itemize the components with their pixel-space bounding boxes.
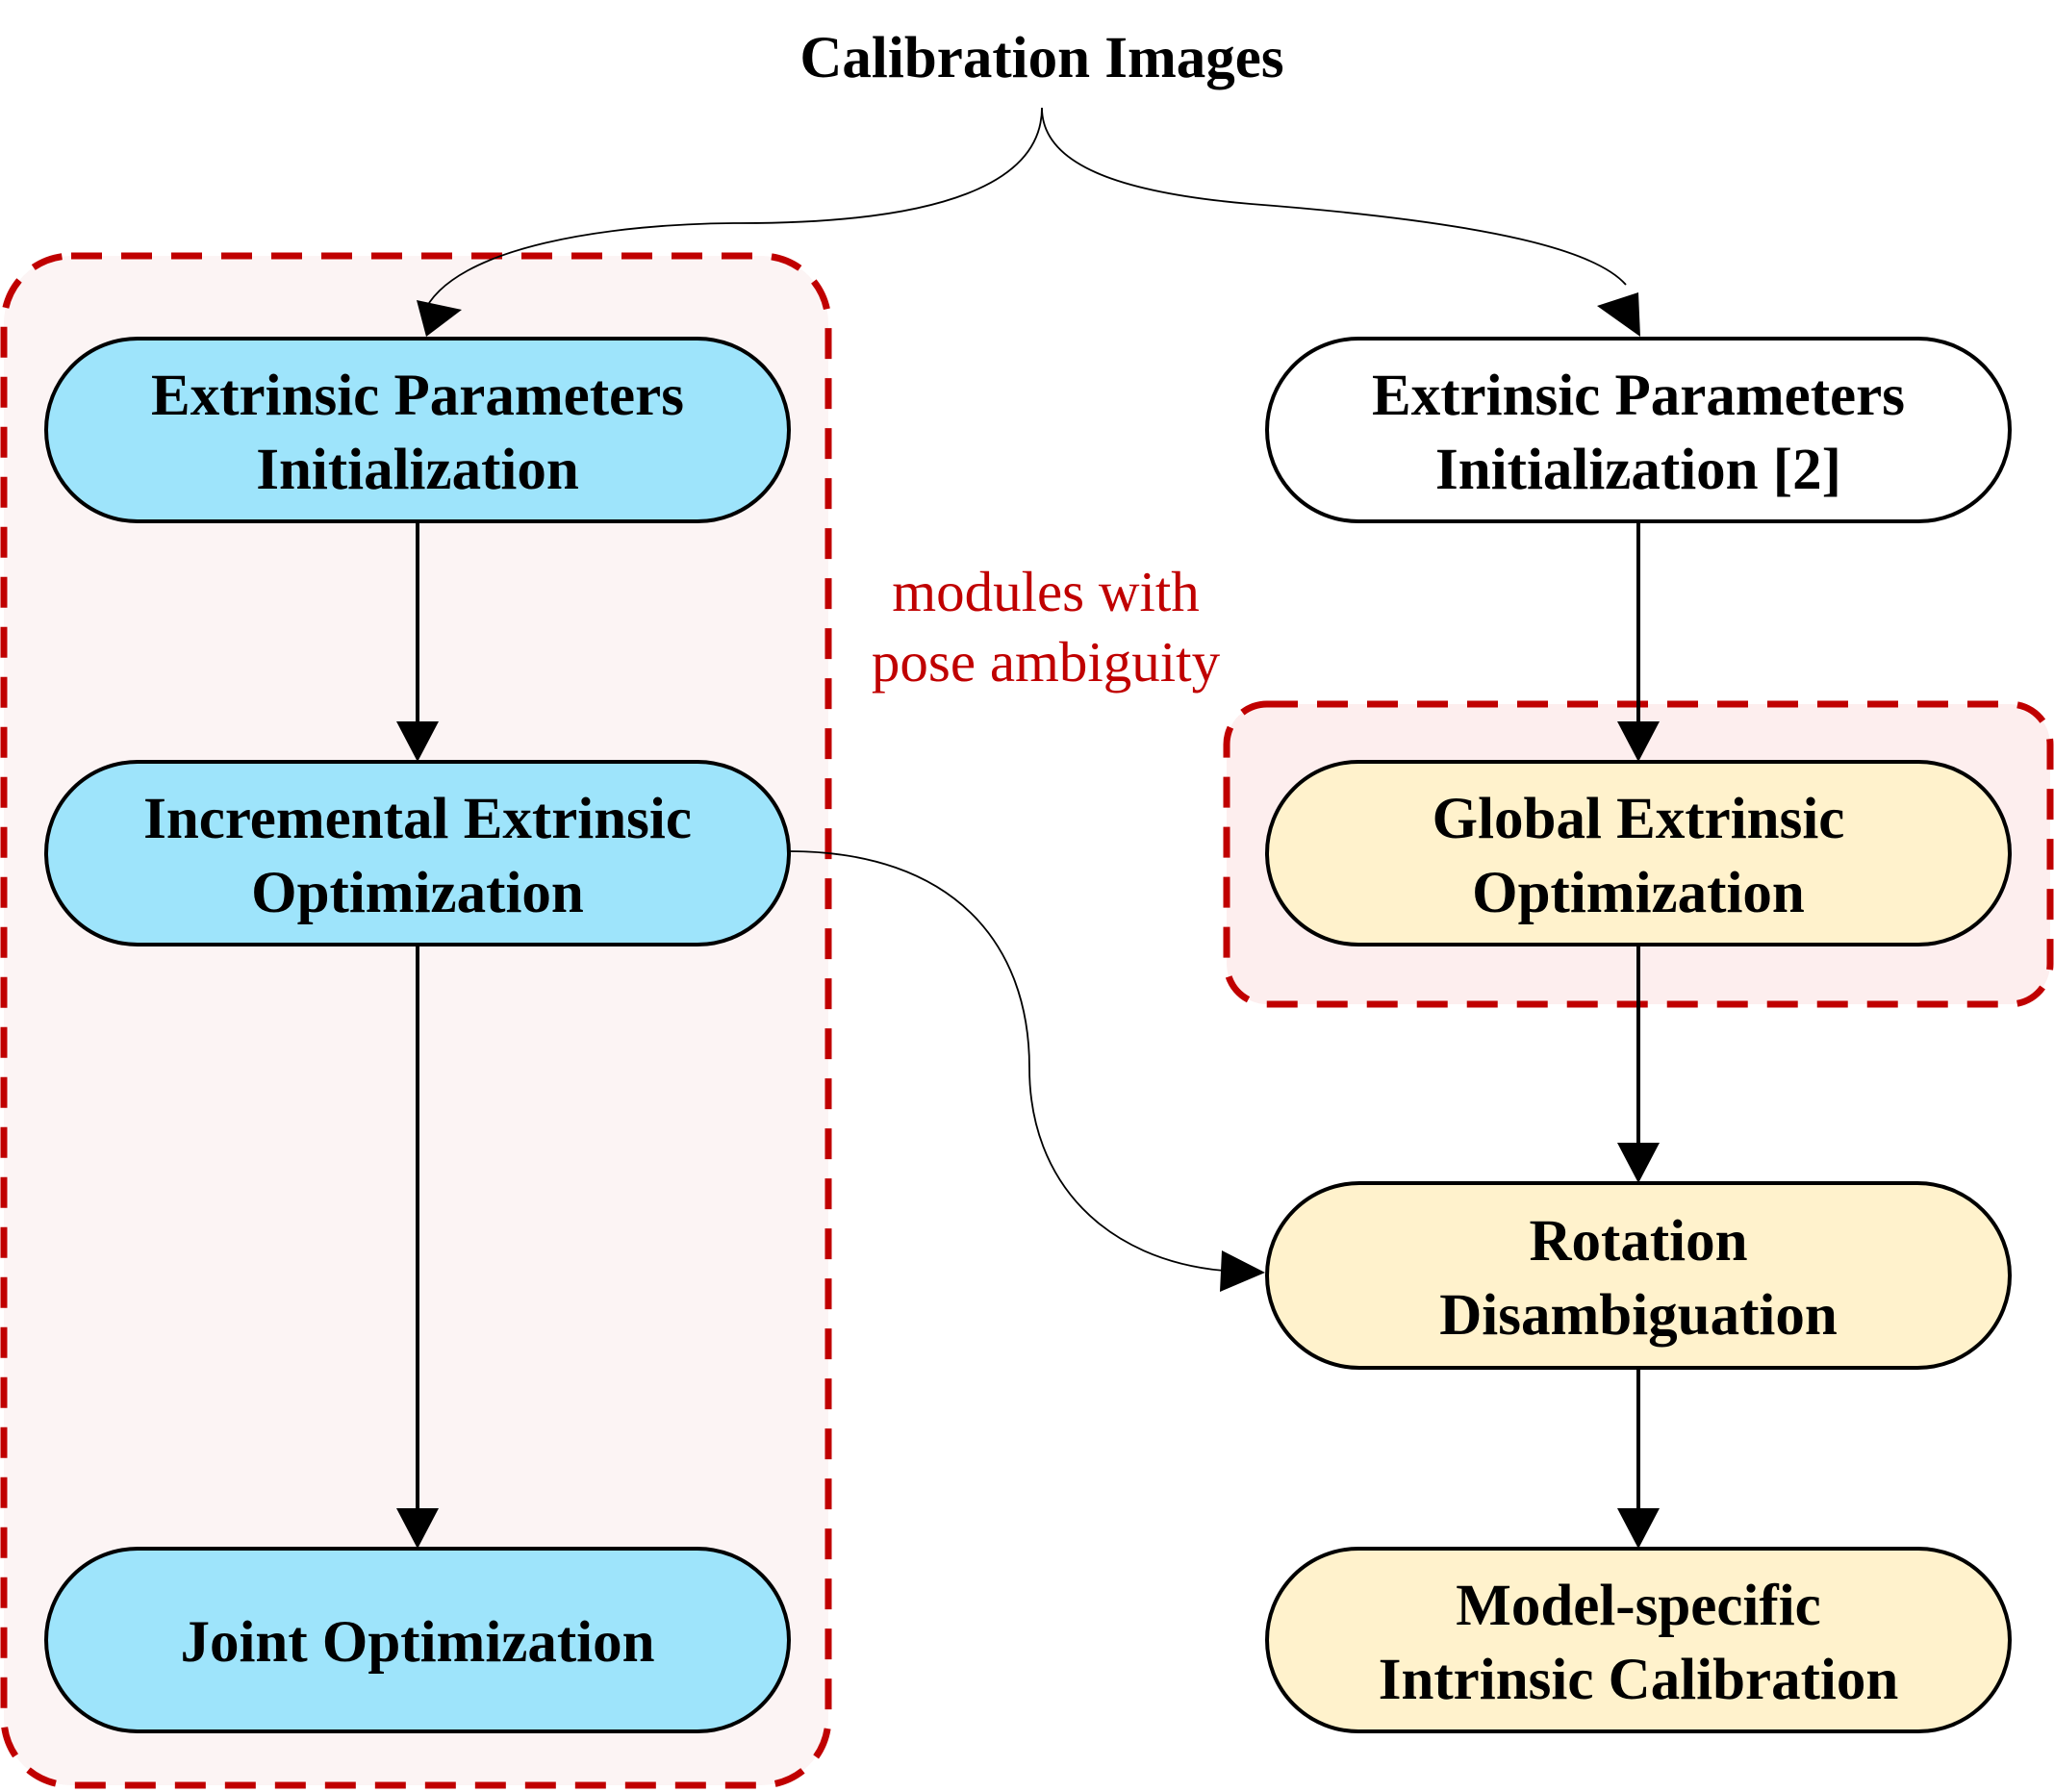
- node-right-extrinsic-init-line1: Extrinsic Parameters: [1372, 364, 1905, 428]
- edge-incremental-to-rotation: [788, 850, 1225, 1272]
- arrowhead-left-init: [417, 300, 462, 337]
- node-intrinsic-box: [1265, 1547, 2012, 1733]
- node-joint-optimization: Joint Optimization: [44, 1547, 791, 1733]
- node-model-specific-intrinsic-calibration: Model-specific Intrinsic Calibration: [1265, 1547, 2012, 1733]
- node-joint-box: [44, 1547, 791, 1733]
- ambiguity-annotation-line2: pose ambiguity: [872, 630, 1221, 694]
- node-rotation-disambiguation: Rotation Disambiguation: [1265, 1181, 2012, 1370]
- node-left-extrinsic-init-line1: Extrinsic Parameters: [151, 364, 684, 428]
- ambiguity-annotation-line1: modules with: [892, 560, 1200, 623]
- arrowhead-intrinsic: [1617, 1508, 1660, 1549]
- arrowhead-rotation-cross: [1220, 1250, 1265, 1292]
- node-intrinsic-line1: Model-specific: [1456, 1574, 1820, 1638]
- arrowhead-rotation: [1617, 1143, 1660, 1183]
- node-global-line2: Optimization: [1472, 861, 1805, 925]
- edge-title-to-right-init: [1041, 107, 1627, 286]
- node-left-extrinsic-init: Extrinsic Parameters Initialization: [44, 337, 791, 523]
- node-rotation-line1: Rotation: [1529, 1209, 1747, 1274]
- node-global-line1: Global Extrinsic: [1433, 787, 1845, 851]
- node-left-extrinsic-init-line2: Initialization: [256, 438, 579, 502]
- node-right-extrinsic-init-box: [1265, 337, 2012, 523]
- node-rotation-box: [1265, 1181, 2012, 1370]
- node-rotation-line2: Disambiguation: [1439, 1283, 1838, 1348]
- node-intrinsic-line2: Intrinsic Calibration: [1379, 1648, 1899, 1712]
- node-incremental-box: [44, 760, 791, 946]
- node-incremental-extrinsic-optimization: Incremental Extrinsic Optimization: [44, 760, 791, 946]
- arrowhead-left-incremental: [396, 721, 439, 762]
- node-incremental-line2: Optimization: [251, 861, 584, 925]
- node-global-extrinsic-optimization: Global Extrinsic Optimization: [1265, 760, 2012, 946]
- node-right-extrinsic-init: Extrinsic Parameters Initialization [2]: [1265, 337, 2012, 523]
- arrowhead-global: [1617, 721, 1660, 762]
- arrowhead-joint: [396, 1508, 439, 1549]
- node-left-extrinsic-init-box: [44, 337, 791, 523]
- edge-title-to-left-init: [422, 107, 1043, 315]
- diagram-title: Calibration Images: [799, 26, 1283, 90]
- node-right-extrinsic-init-line2: Initialization [2]: [1435, 438, 1841, 502]
- node-incremental-line1: Incremental Extrinsic: [143, 787, 692, 851]
- node-global-box: [1265, 760, 2012, 946]
- arrowhead-right-init: [1597, 292, 1640, 337]
- node-joint-line1: Joint Optimization: [180, 1610, 654, 1675]
